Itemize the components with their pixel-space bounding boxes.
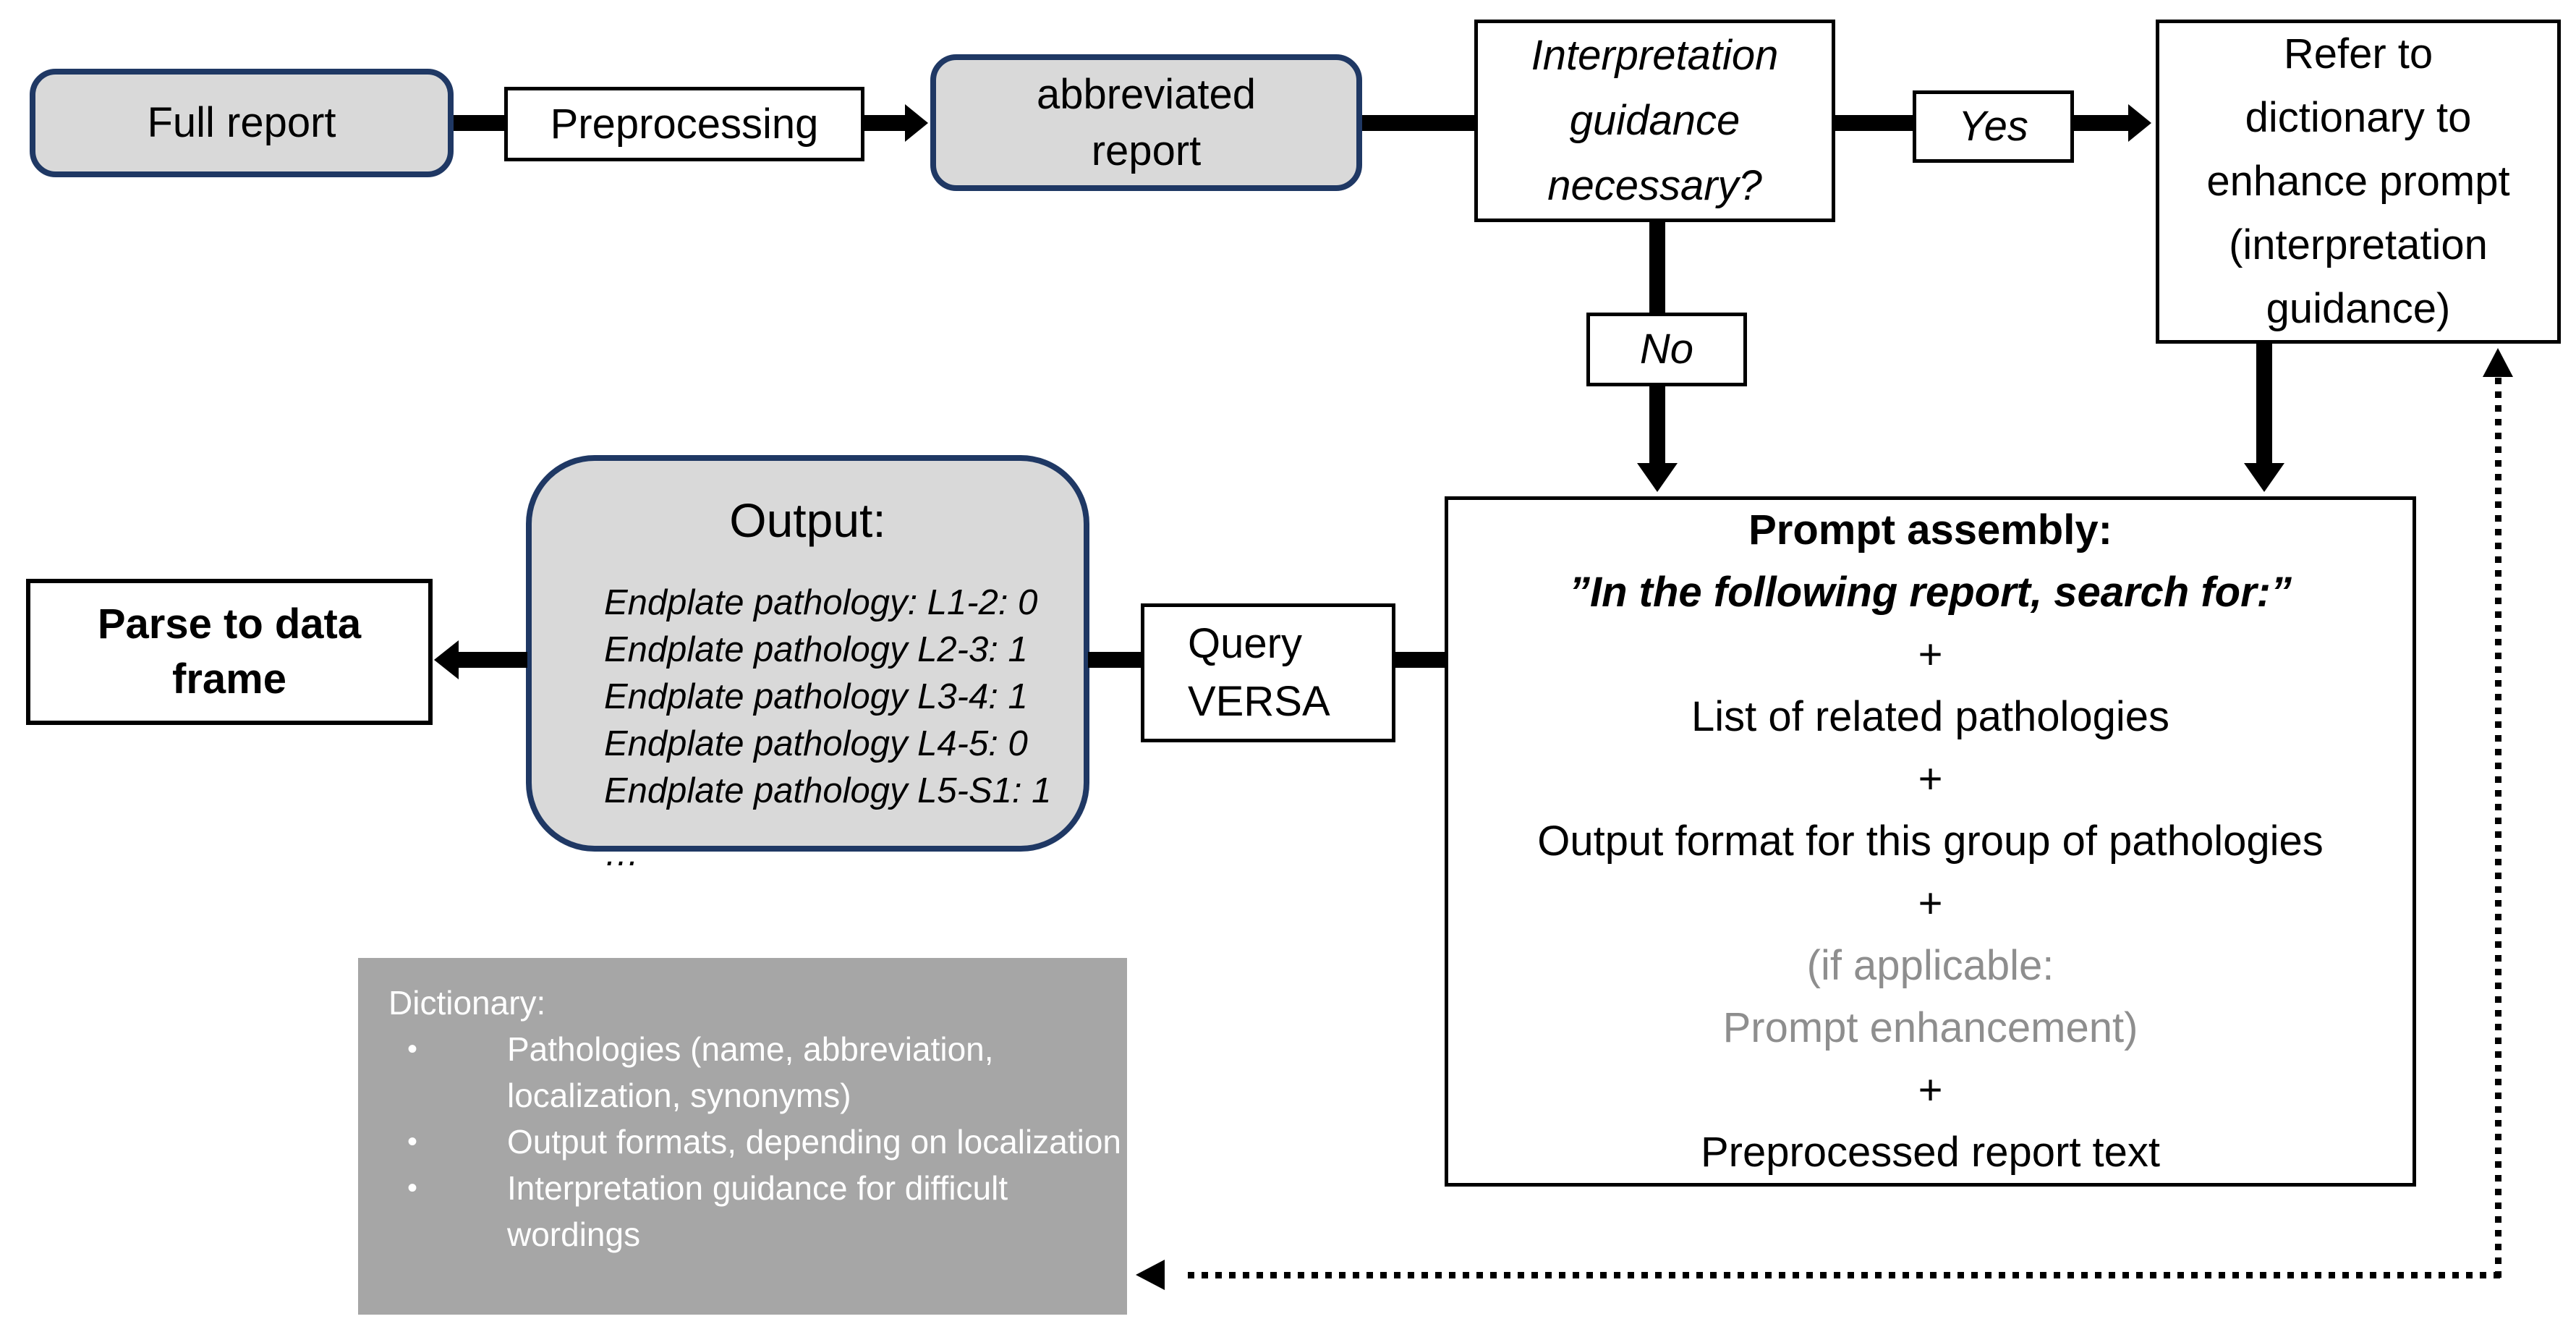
query-versa-label: Query VERSA bbox=[1188, 620, 1330, 725]
bullet-icon: • bbox=[407, 1172, 418, 1204]
connector-yes-refer bbox=[2074, 115, 2128, 131]
bullet-icon: • bbox=[407, 1126, 418, 1158]
prompt-assembly-quote: ”In the following report, search for:” bbox=[1569, 569, 2292, 616]
output-line: Endplate pathology: L1-2: 0 bbox=[604, 583, 1038, 622]
dotted-connector-vertical bbox=[2495, 378, 2501, 1278]
output-title: Output: bbox=[729, 493, 886, 547]
arrowhead-up-icon bbox=[2483, 348, 2513, 377]
arrowhead-down-icon bbox=[2244, 463, 2284, 492]
arrowhead-right-icon bbox=[905, 104, 928, 142]
output-line: Endplate pathology L2-3: 1 bbox=[604, 630, 1028, 669]
dotted-connector-horizontal bbox=[1188, 1272, 2501, 1278]
node-interpretation-question: Interpretation guidance necessary? bbox=[1474, 20, 1835, 222]
arrowhead-right-icon bbox=[2128, 104, 2151, 142]
connector-interpretation-no bbox=[1649, 222, 1665, 313]
prompt-assembly-plus: + bbox=[1918, 631, 1943, 678]
prompt-assembly-output-format: Output format for this group of patholog… bbox=[1537, 818, 2324, 865]
interpretation-question-label: Interpretation guidance necessary? bbox=[1531, 32, 1779, 209]
node-abbreviated-report: abbreviated report bbox=[930, 54, 1362, 191]
node-output: Output: Endplate pathology: L1-2: 0 Endp… bbox=[526, 455, 1089, 873]
connector-fullreport-preprocessing bbox=[454, 115, 504, 131]
node-dictionary: Dictionary: • Pathologies (name, abbrevi… bbox=[358, 958, 1127, 1315]
connector-promptassembly-queryversa bbox=[1394, 652, 1446, 668]
prompt-assembly-conditional-2: Prompt enhancement) bbox=[1722, 1004, 2138, 1051]
output-lines: Endplate pathology: L1-2: 0 Endplate pat… bbox=[604, 580, 1055, 878]
full-report-label: Full report bbox=[147, 99, 336, 146]
no-label: No bbox=[1639, 326, 1694, 373]
dictionary-item: • Interpretation guidance for difficult … bbox=[388, 1165, 1127, 1257]
refer-to-dictionary-label: Refer to dictionary to enhance prompt (i… bbox=[2206, 30, 2510, 332]
prompt-assembly-plus: + bbox=[1918, 755, 1943, 802]
dictionary-item: • Output formats, depending on localizat… bbox=[388, 1119, 1127, 1165]
node-query-versa: Query VERSA bbox=[1141, 603, 1395, 742]
prompt-assembly-plus: + bbox=[1918, 880, 1943, 927]
prompt-assembly-report-text: Preprocessed report text bbox=[1700, 1129, 2161, 1176]
parse-to-data-frame-label: Parse to data frame bbox=[97, 601, 362, 703]
node-refer-to-dictionary: Refer to dictionary to enhance prompt (i… bbox=[2156, 20, 2561, 344]
prompt-assembly-list-pathologies: List of related pathologies bbox=[1691, 693, 2169, 740]
connector-no-promptassembly bbox=[1649, 386, 1665, 463]
prompt-assembly-conditional-1: (if applicable: bbox=[1806, 942, 2054, 989]
connector-preprocessing-abbreviated bbox=[864, 115, 905, 131]
connector-interpretation-yes bbox=[1835, 115, 1913, 131]
arrowhead-left-icon bbox=[434, 640, 459, 679]
arrowhead-down-icon bbox=[1637, 463, 1678, 492]
output-line: Endplate pathology L3-4: 1 bbox=[604, 677, 1028, 716]
bullet-icon: • bbox=[407, 1033, 418, 1065]
node-parse-to-data-frame: Parse to data frame bbox=[26, 579, 433, 725]
connector-refer-promptassembly bbox=[2256, 344, 2272, 463]
dictionary-title: Dictionary: bbox=[388, 984, 546, 1022]
node-full-report: Full report bbox=[30, 69, 454, 177]
node-no: No bbox=[1586, 313, 1747, 386]
dictionary-item: • Pathologies (name, abbreviation, local… bbox=[388, 1026, 1127, 1119]
connector-output-parse bbox=[457, 652, 527, 668]
yes-label: Yes bbox=[1958, 103, 2028, 150]
prompt-assembly-plus: + bbox=[1918, 1066, 1943, 1113]
output-line: Endplate pathology L5-S1: 1 bbox=[604, 771, 1052, 810]
node-prompt-assembly: Prompt assembly: ”In the following repor… bbox=[1445, 496, 2416, 1187]
prompt-assembly-title: Prompt assembly: bbox=[1748, 506, 2112, 553]
output-line-ellipsis: … bbox=[604, 834, 639, 873]
preprocessing-label: Preprocessing bbox=[550, 100, 819, 148]
abbreviated-report-label: abbreviated report bbox=[1036, 70, 1257, 174]
node-preprocessing: Preprocessing bbox=[504, 87, 864, 161]
node-yes: Yes bbox=[1913, 90, 2074, 163]
arrowhead-left-icon bbox=[1136, 1260, 1165, 1290]
connector-abbreviated-interpretation bbox=[1362, 115, 1474, 131]
connector-queryversa-output bbox=[1088, 652, 1142, 668]
output-line: Endplate pathology L4-5: 0 bbox=[604, 724, 1028, 763]
